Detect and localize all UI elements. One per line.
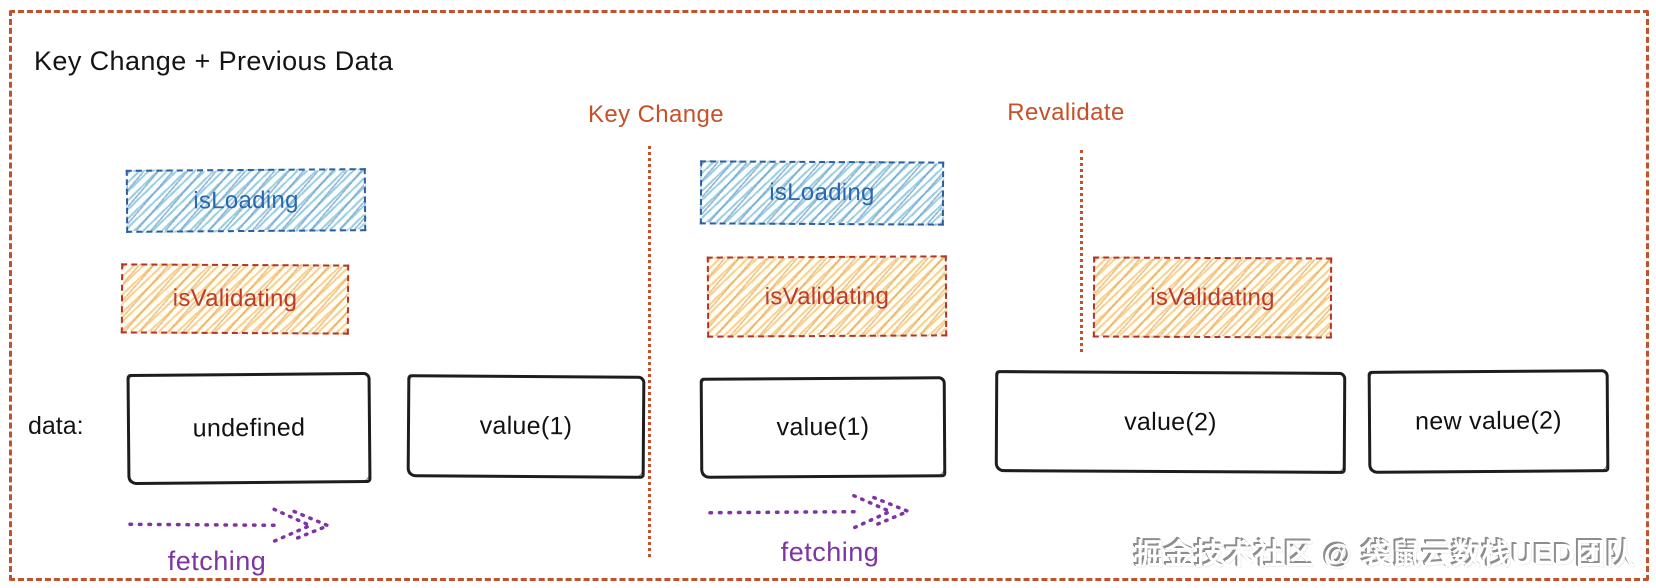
fetching-arrow-icon	[128, 507, 333, 544]
key-change-timeline-divider	[648, 146, 651, 557]
data-state-box-new-value2: new value(2)	[1367, 369, 1610, 474]
is-loading-badge-2: isLoading	[699, 160, 945, 226]
fetching-arrow-icon	[708, 493, 913, 530]
is-validating-badge-2: isValidating	[706, 255, 948, 338]
diagram-frame-border	[9, 10, 1649, 581]
revalidate-label: Revalidate	[1007, 99, 1125, 126]
data-row-label: data:	[28, 412, 84, 440]
fetching-label-1: fetching	[167, 546, 267, 576]
is-loading-badge-1: isLoading	[125, 168, 367, 233]
data-state-box-undefined: undefined	[126, 371, 372, 486]
fetching-label-2: fetching	[780, 537, 880, 567]
key-change-label: Key Change	[587, 101, 725, 128]
data-state-box-value1-b: value(1)	[699, 376, 947, 479]
is-validating-badge-1: isValidating	[120, 263, 350, 335]
community-watermark: 掘金技术社区 @ 袋鼠云数栈UED团队	[1134, 539, 1636, 571]
revalidate-timeline-divider	[1080, 150, 1083, 352]
diagram-title: Key Change + Previous Data	[34, 46, 394, 76]
data-state-box-value1-a: value(1)	[406, 374, 646, 479]
is-validating-badge-3: isValidating	[1092, 256, 1333, 339]
data-state-box-value2: value(2)	[994, 370, 1347, 474]
